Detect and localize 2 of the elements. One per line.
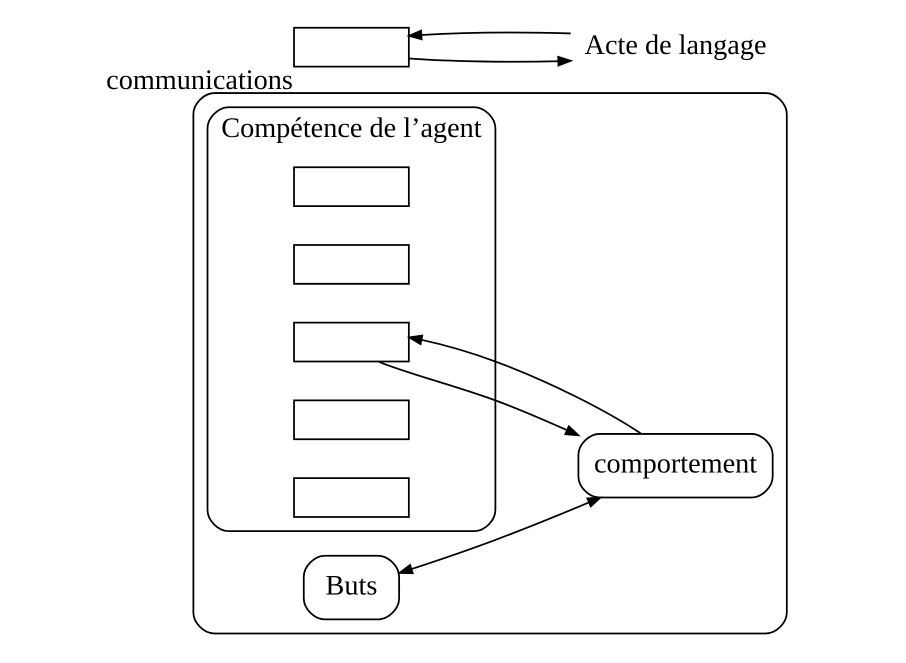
node-text: Acte de langage [584, 30, 767, 61]
node-label: communications [106, 65, 293, 96]
